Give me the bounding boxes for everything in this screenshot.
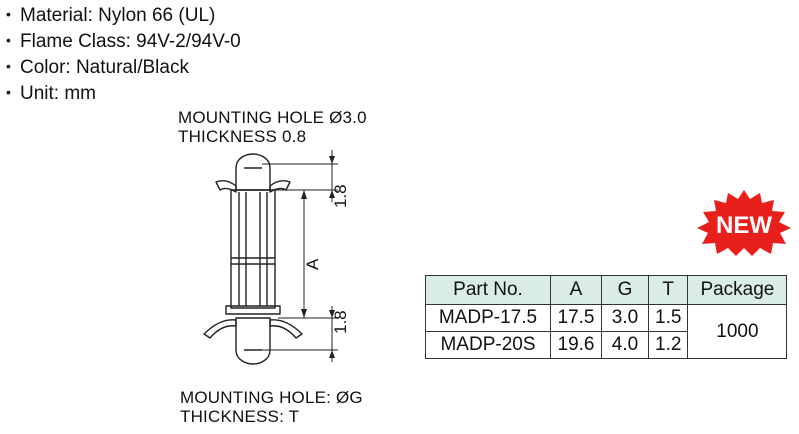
top-left-wing bbox=[215, 179, 237, 193]
spec-flame-class: Flame Class: 94V-2/94V-0 bbox=[6, 28, 241, 54]
bottom-mounting-hole-text: MOUNTING HOLE: ØG bbox=[180, 388, 363, 407]
dim-top-label: 1.8 bbox=[331, 184, 350, 208]
lower-flange bbox=[225, 305, 281, 315]
cell-g: 3.0 bbox=[601, 304, 649, 332]
cell-part-no: MADP-20S bbox=[425, 331, 551, 359]
cell-a: 19.6 bbox=[550, 331, 602, 359]
cell-g: 4.0 bbox=[601, 331, 649, 359]
bottom-right-wing bbox=[269, 319, 303, 339]
part-drawing: 1.8 A 1.8 bbox=[203, 150, 350, 365]
cell-a: 17.5 bbox=[550, 304, 602, 332]
col-part-no: Part No. bbox=[425, 275, 551, 305]
starburst-icon bbox=[697, 190, 791, 256]
body-outline bbox=[230, 189, 276, 309]
cell-t: 1.5 bbox=[647, 304, 689, 332]
table-row: MADP-17.5 17.5 3.0 1.5 1000 bbox=[425, 304, 788, 359]
top-mount-label: MOUNTING HOLE Ø3.0 THICKNESS 0.8 bbox=[178, 108, 367, 146]
spec-unit: Unit: mm bbox=[6, 80, 241, 106]
spec-color: Color: Natural/Black bbox=[6, 54, 241, 80]
spec-material: Material: Nylon 66 (UL) bbox=[6, 2, 241, 28]
bottom-thickness-text: THICKNESS: T bbox=[180, 407, 300, 426]
top-mounting-hole-text: MOUNTING HOLE Ø3.0 bbox=[178, 108, 367, 127]
table-header-row: Part No. A G T Package bbox=[425, 275, 788, 305]
cell-t: 1.2 bbox=[647, 331, 689, 359]
col-a: A bbox=[550, 275, 602, 305]
col-g: G bbox=[601, 275, 649, 305]
spec-list: Material: Nylon 66 (UL) Flame Class: 94V… bbox=[6, 2, 241, 106]
bottom-mount-label: MOUNTING HOLE: ØG THICKNESS: T bbox=[180, 388, 363, 426]
dim-a-label: A bbox=[303, 258, 322, 270]
new-badge: NEW bbox=[697, 190, 791, 256]
parts-table: Part No. A G T Package MADP-17.5 17.5 3.… bbox=[425, 275, 788, 359]
table-row: MADP-20S 19.6 4.0 1.2 bbox=[425, 331, 787, 359]
bottom-head bbox=[235, 317, 271, 365]
new-badge-text: NEW bbox=[716, 212, 772, 239]
top-head bbox=[235, 153, 271, 191]
cell-part-no: MADP-17.5 bbox=[425, 304, 551, 332]
top-thickness-text: THICKNESS 0.8 bbox=[178, 127, 307, 146]
col-t: T bbox=[647, 275, 689, 305]
col-package: Package bbox=[687, 275, 788, 305]
bottom-left-wing bbox=[203, 319, 237, 339]
cell-package: 1000 bbox=[687, 304, 788, 359]
dim-bottom-label: 1.8 bbox=[331, 310, 350, 334]
